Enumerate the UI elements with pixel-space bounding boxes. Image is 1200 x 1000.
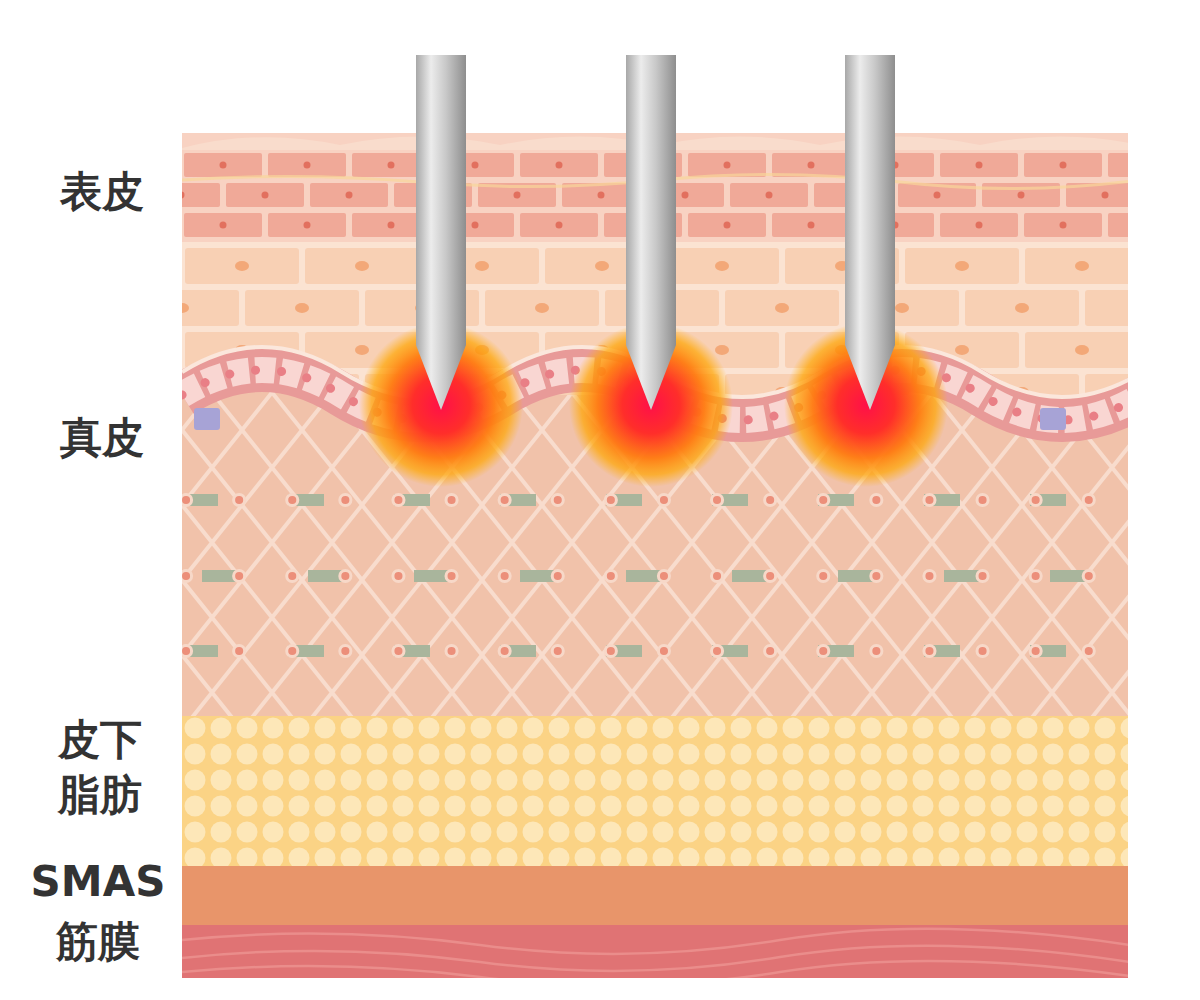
needle — [416, 55, 466, 410]
layer-label: 表皮 — [47, 164, 157, 219]
needle — [626, 55, 676, 410]
layer-label: 真皮 — [47, 410, 157, 465]
layer-label: SMAS 筋膜 — [18, 852, 178, 972]
needle — [845, 55, 895, 410]
layer-label: 皮下 脂肪 — [48, 712, 152, 822]
